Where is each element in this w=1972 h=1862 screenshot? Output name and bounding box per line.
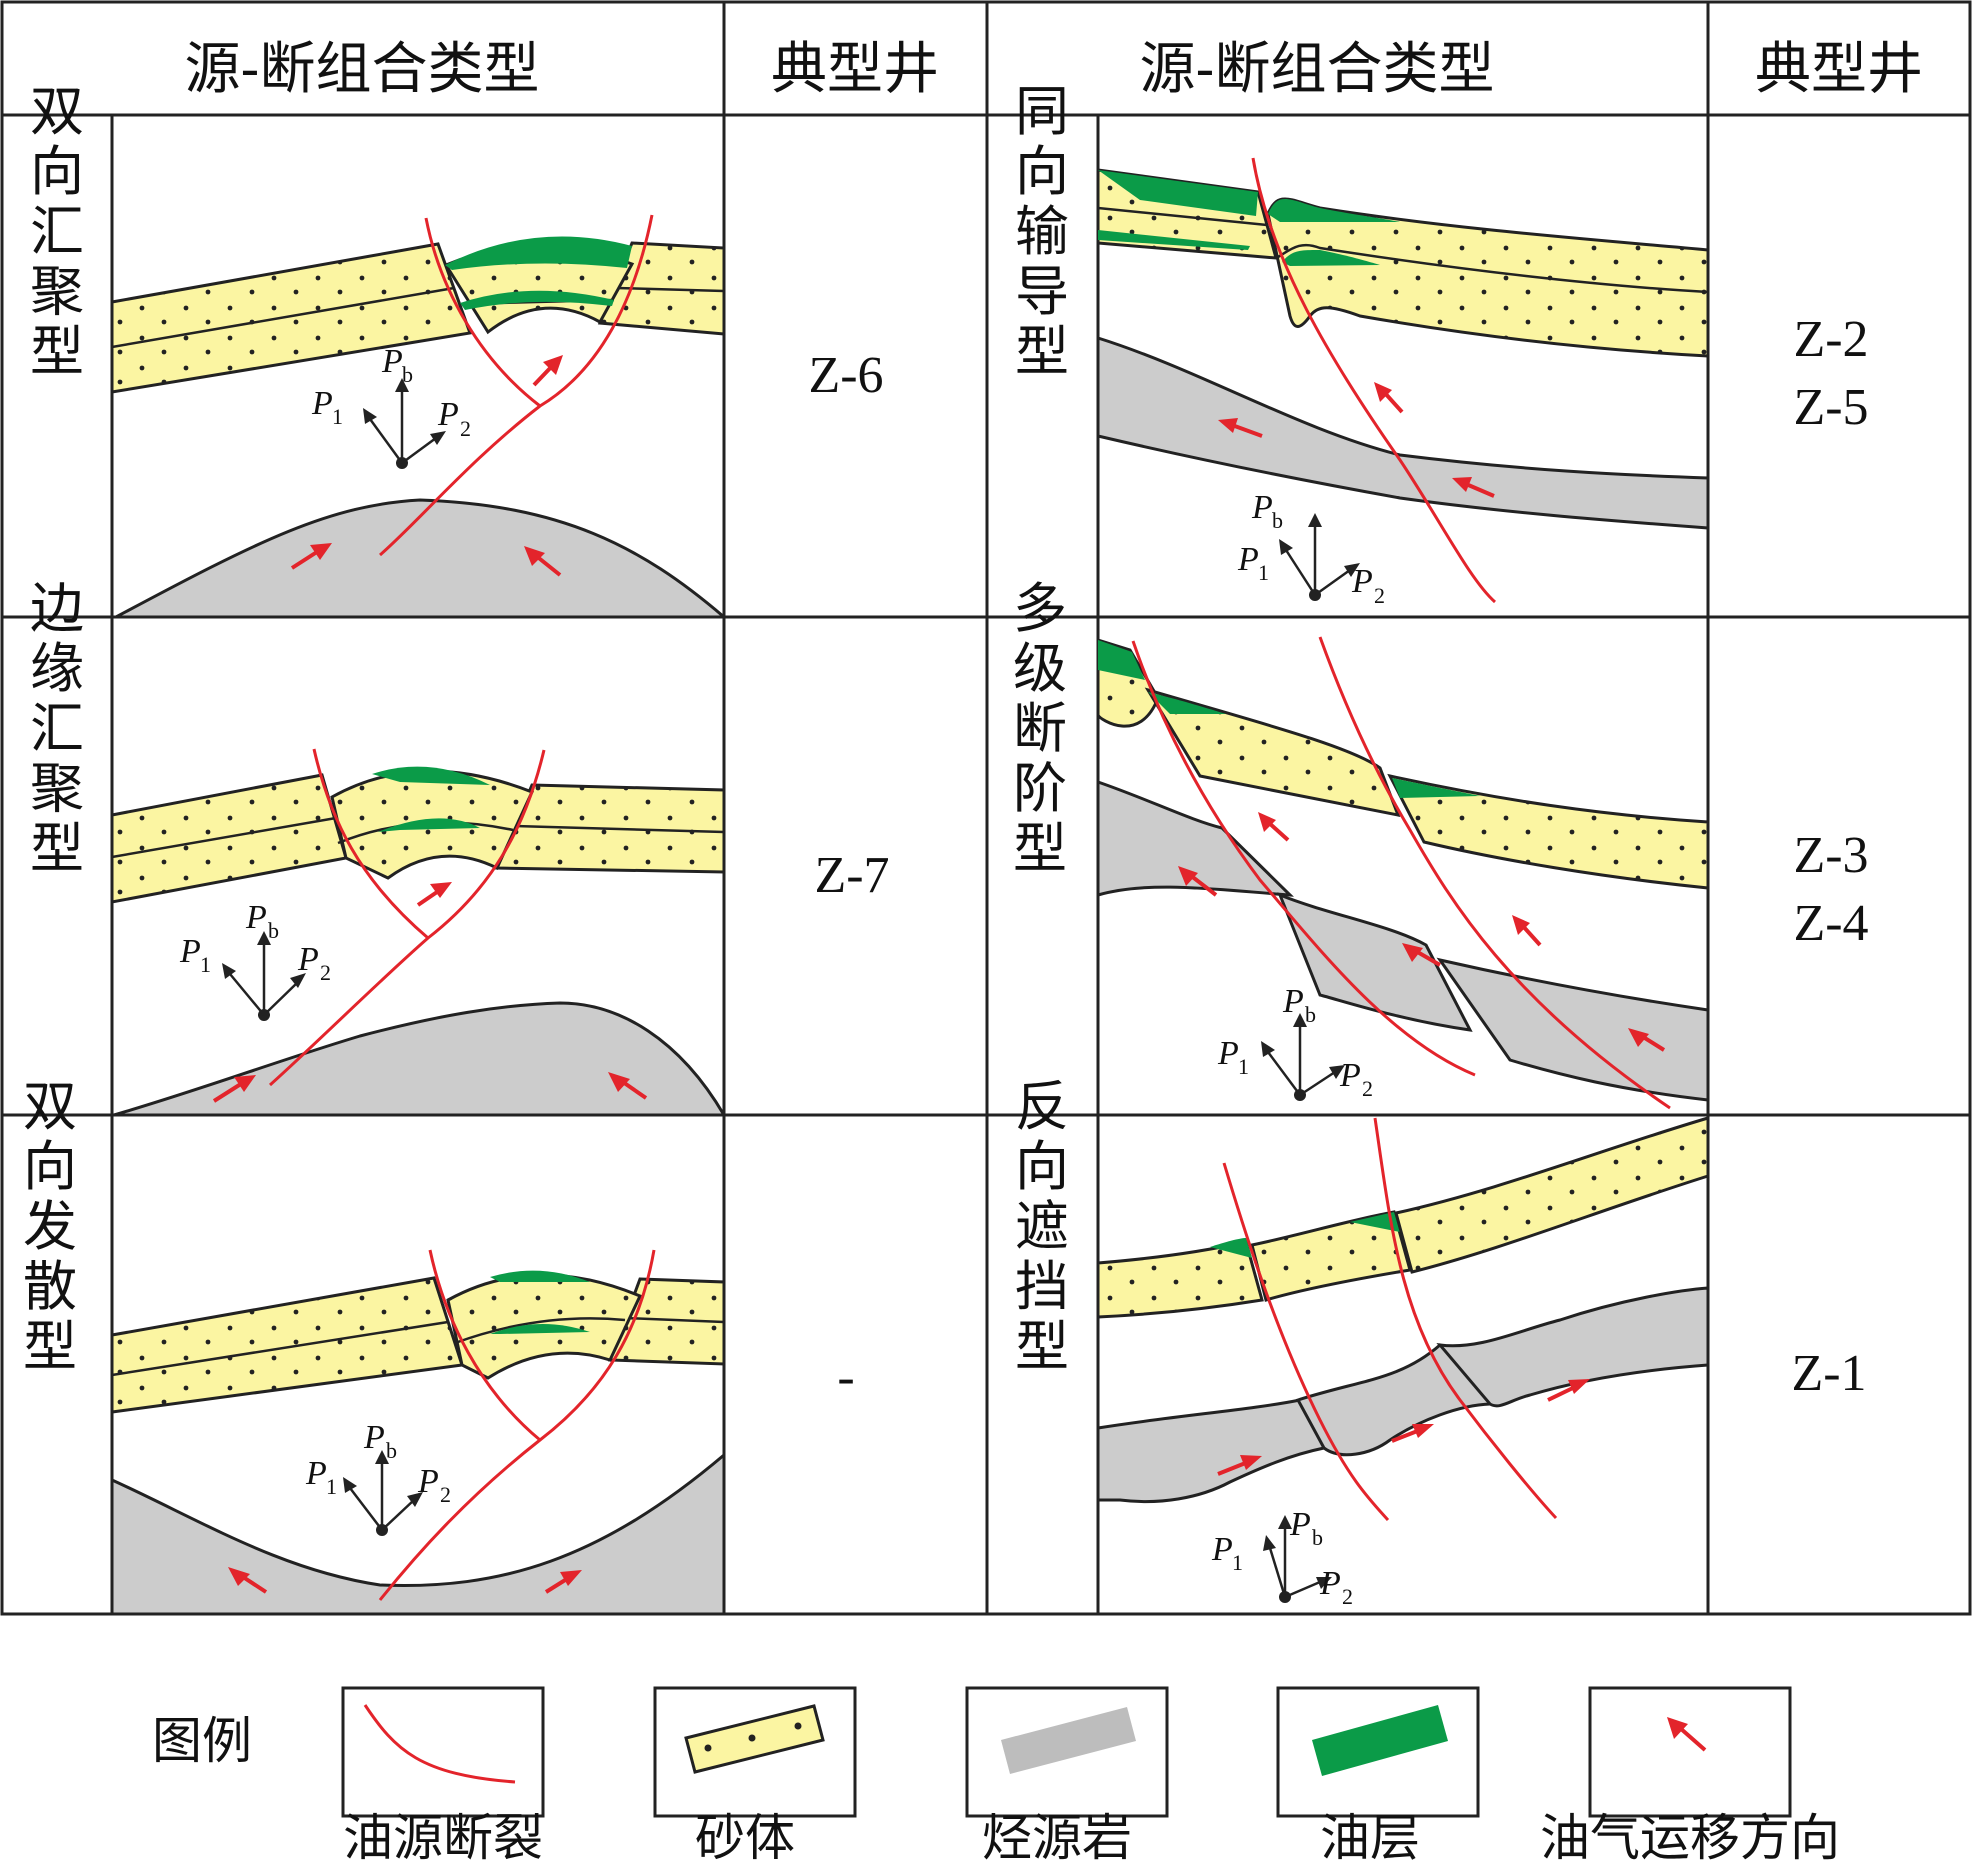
header-combo-type-left: 源-断组合类型 [185,37,540,102]
svg-text:2: 2 [1342,1584,1353,1609]
legend-box-source-rock [965,1686,1169,1818]
svg-text:b: b [1312,1525,1323,1550]
legend-source-rock-icon [1001,1707,1136,1774]
svg-text:P: P [1211,1531,1233,1568]
well-label-row1-left: Z-6 [808,347,883,404]
svg-text:P: P [417,1463,439,1500]
svg-text:2: 2 [1374,583,1385,608]
svg-text:1: 1 [1258,560,1269,585]
svg-text:b: b [1272,508,1283,533]
svg-text:2: 2 [1362,1076,1373,1101]
legend-title: 图例 [152,1712,252,1770]
svg-text:P: P [311,385,333,422]
svg-text:b: b [386,1438,397,1463]
type-label-row1-left: 双向汇聚型 [30,80,84,383]
svg-text:2: 2 [320,960,331,985]
legend-box-oil [1276,1686,1480,1818]
svg-text:P: P [245,899,267,936]
type-label-row1-right: 同向输导型 [1015,80,1069,383]
svg-text:b: b [402,362,413,387]
svg-text:P: P [1289,1506,1311,1543]
svg-text:P: P [1319,1565,1341,1602]
legend-oil-icon [1312,1705,1448,1776]
well-label-row1-right-b: Z-5 [1793,379,1868,436]
type-label-row2-right: 多级断阶型 [1013,577,1067,880]
svg-text:b: b [268,918,279,943]
svg-text:1: 1 [200,952,211,977]
header-combo-type-right: 源-断组合类型 [1140,37,1495,102]
legend: 图例 油源断裂 砂体 烃源岩 油层 油气运移方向 [152,1686,1840,1862]
svg-text:P: P [1351,563,1373,600]
legend-label-migration: 油气运移方向 [1540,1809,1840,1862]
svg-text:P: P [297,941,319,978]
svg-text:P: P [1217,1035,1239,1072]
svg-text:P: P [363,1419,385,1456]
svg-text:2: 2 [460,416,471,441]
legend-arrow-icon [1678,1726,1707,1752]
svg-text:b: b [1305,1002,1316,1027]
svg-text:P: P [1237,541,1259,578]
svg-text:P: P [305,1455,327,1492]
well-label-row1-right-a: Z-2 [1793,311,1868,368]
well-label-row3-left: - [837,1349,854,1406]
header-typical-well-right: 典型井 [1755,37,1923,102]
well-label-row3-right: Z-1 [1791,1345,1866,1402]
svg-text:1: 1 [332,404,343,429]
svg-text:P: P [381,343,403,380]
svg-text:2: 2 [440,1482,451,1507]
svg-text:P: P [1339,1057,1361,1094]
svg-text:1: 1 [326,1474,337,1499]
well-label-row2-left: Z-7 [814,847,889,904]
legend-box-fault [341,1686,545,1818]
svg-text:P: P [179,933,201,970]
svg-text:P: P [437,396,459,433]
legend-box-sand [653,1686,857,1818]
type-label-row2-left: 边缘汇聚型 [30,577,84,880]
legend-label-source-rock: 烃源岩 [982,1809,1132,1862]
type-label-row3-right: 反向遮挡型 [1015,1075,1069,1378]
svg-text:P: P [1282,983,1304,1020]
well-label-row2-right-b: Z-4 [1793,895,1868,952]
legend-label-oil: 油层 [1320,1809,1420,1862]
well-label-row2-right-a: Z-3 [1793,827,1868,884]
svg-text:1: 1 [1232,1550,1243,1575]
type-label-row3-left: 双向发散型 [23,1075,77,1378]
svg-text:1: 1 [1238,1054,1249,1079]
svg-text:P: P [1251,489,1273,526]
legend-box-migration [1588,1686,1792,1818]
header-typical-well-left: 典型井 [771,37,939,102]
legend-label-fault: 油源断裂 [343,1809,543,1862]
legend-label-sand: 砂体 [695,1809,795,1862]
legend-fault-icon [363,1704,516,1784]
